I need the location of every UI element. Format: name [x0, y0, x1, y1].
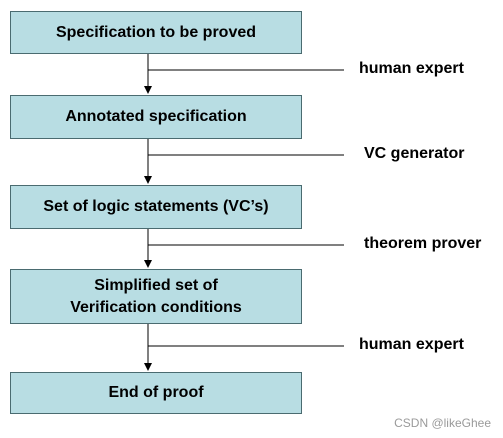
- step-end-of-proof-label: End of proof: [108, 384, 204, 401]
- step-specification-box: Specification to be proved: [10, 11, 302, 54]
- step-logic-statements-label: Set of logic statements (VC’s): [43, 198, 269, 215]
- step-specification-label: Specification to be proved: [55, 23, 257, 41]
- watermark: CSDN @likeGhee: [394, 416, 491, 430]
- step-simplified-box: Simplified set of Verification condition…: [10, 269, 302, 324]
- step-simplified-line1: Simplified set of: [94, 276, 218, 294]
- step-end-of-proof-box: End of proof: [10, 372, 302, 414]
- step-logic-statements-box: Set of logic statements (VC’s): [10, 185, 302, 229]
- transition-label-theorem-prover: theorem prover: [364, 235, 482, 252]
- transition-label-human-expert-2: human expert: [359, 336, 464, 353]
- transition-label-vc-generator: VC generator: [364, 145, 465, 162]
- step-simplified-line2: Verification conditions: [70, 298, 242, 316]
- transition-label-human-expert-1: human expert: [359, 60, 464, 77]
- step-annotated-box: Annotated specification: [10, 95, 302, 139]
- step-annotated-label: Annotated specification: [65, 108, 247, 125]
